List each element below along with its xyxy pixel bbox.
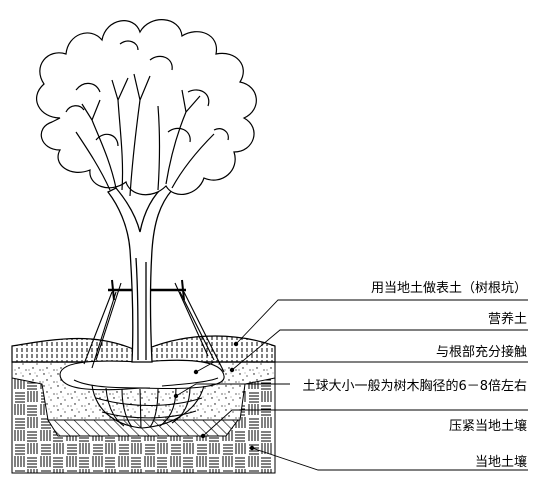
label-compacted-soil: 压紧当地土壤 (449, 418, 527, 434)
leader-compacted-soil (202, 409, 528, 437)
tree-trunk (107, 183, 173, 363)
tree-canopy (35, 19, 257, 196)
tree-branches (75, 73, 215, 197)
leader-root-ball (175, 383, 290, 397)
leader-nutrient-soil (231, 329, 528, 371)
leader-surface-soil (235, 299, 528, 345)
label-root-contact: 与根部充分接触 (436, 344, 527, 360)
label-surface-soil: 用当地土做表土（树根坑） (371, 281, 527, 296)
label-root-ball-size: 土球大小一般为树木胸径的6－8倍左右 (302, 378, 527, 394)
label-nutrient-soil: 营养土 (488, 311, 527, 327)
leader-local-soil (251, 447, 528, 471)
root-ball (59, 359, 225, 429)
label-local-soil: 当地土壤 (475, 454, 527, 470)
leader-root-contact (195, 361, 528, 373)
labels: 用当地土做表土（树根坑） 营养土 与根部充分接触 土球大小一般为树木胸径的6－8… (302, 281, 527, 470)
leader-lines (173, 299, 528, 471)
